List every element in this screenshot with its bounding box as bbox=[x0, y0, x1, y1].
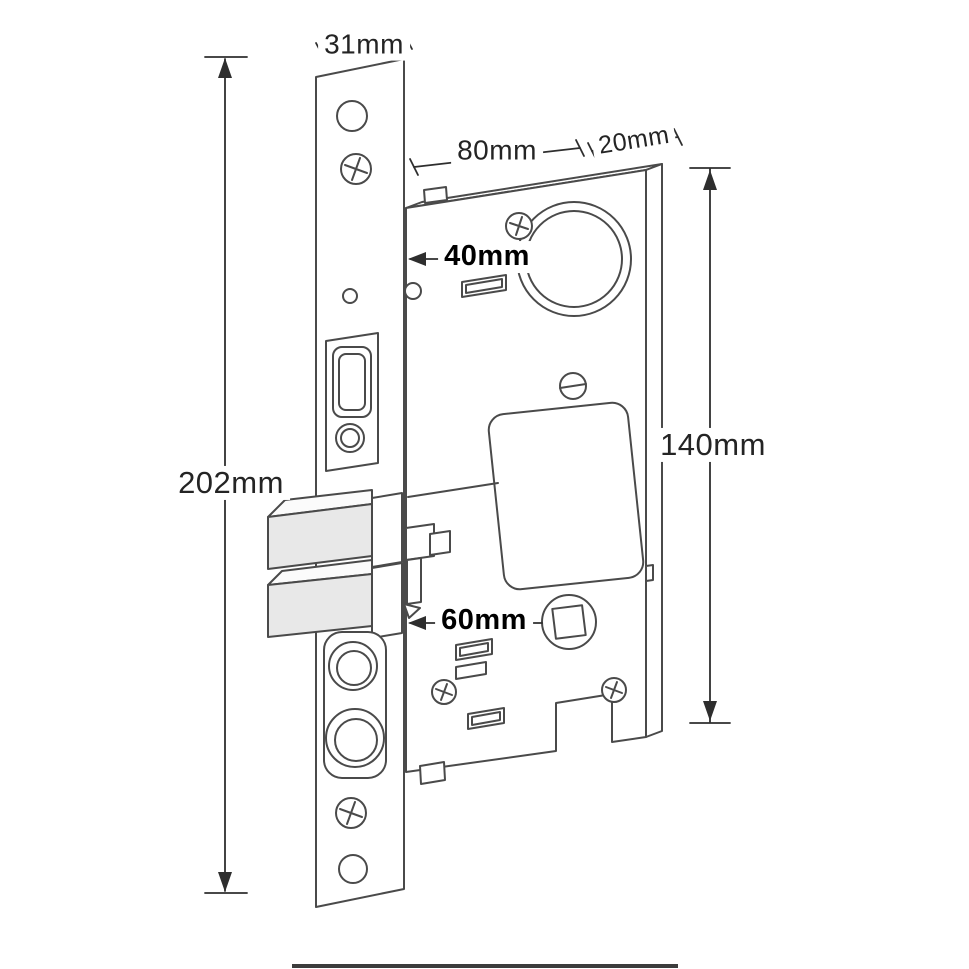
faceplate-hole-bottom bbox=[338, 854, 368, 884]
deadbolt-slot bbox=[371, 562, 403, 639]
faceplate-front bbox=[315, 58, 405, 908]
latch-mechanism-parts bbox=[403, 523, 451, 619]
rounded-cover-plate bbox=[487, 401, 645, 591]
faceplate-screw-top bbox=[340, 153, 372, 185]
dim-label-case-width: 80mm bbox=[451, 135, 543, 167]
lower-bosses bbox=[323, 631, 387, 779]
faceplate bbox=[315, 58, 405, 908]
lower-slots bbox=[455, 638, 505, 730]
spindle-hub bbox=[541, 594, 597, 650]
case-inner-edge bbox=[407, 482, 499, 498]
deadbolt bbox=[267, 559, 373, 638]
faceplate-small-hole bbox=[342, 288, 358, 304]
cylinder-hole bbox=[516, 201, 632, 317]
case-right-notch bbox=[645, 564, 654, 582]
dim-label-backset: 60mm bbox=[435, 604, 533, 637]
dim-label-faceplate-height: 202mm bbox=[172, 465, 290, 501]
case-top-tab bbox=[423, 186, 448, 204]
bottom-edge-line bbox=[292, 964, 678, 968]
dim-label-faceplate-width: 31mm bbox=[318, 29, 410, 61]
dim-label-case-height: 140mm bbox=[654, 427, 772, 463]
dim-label-cylinder-hole: 40mm bbox=[438, 240, 536, 273]
case-screws bbox=[431, 212, 627, 705]
latch-slot bbox=[371, 492, 403, 568]
case-bottom-tab bbox=[419, 761, 446, 785]
latch-bolt bbox=[267, 489, 373, 570]
faceplate-screw-bottom bbox=[335, 797, 367, 829]
case-small-hole bbox=[404, 282, 422, 300]
faceplate-hole-top bbox=[336, 100, 368, 132]
auxiliary-latch-cutout bbox=[325, 332, 379, 472]
upper-slot bbox=[461, 274, 507, 298]
